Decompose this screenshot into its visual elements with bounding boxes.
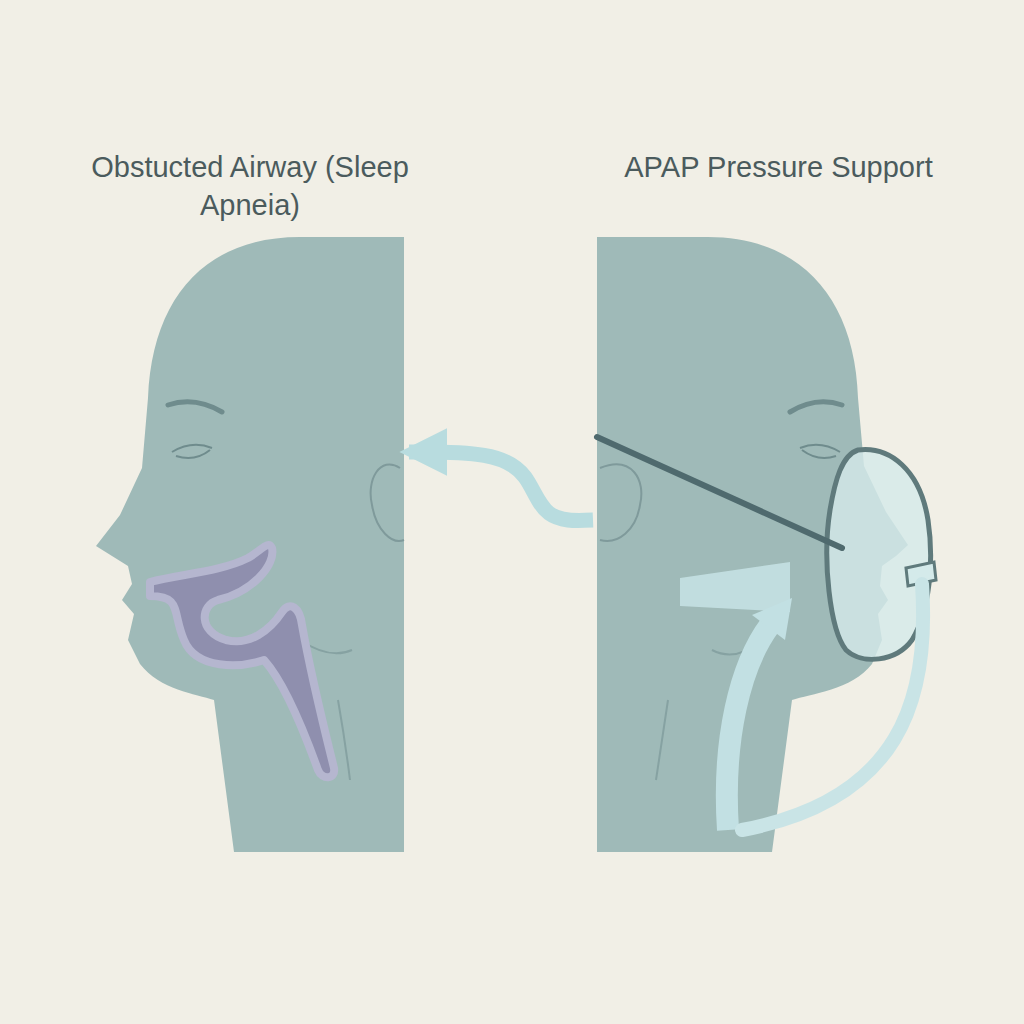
eye (800, 445, 840, 458)
air-flow-arrow (752, 598, 792, 640)
mask (827, 450, 931, 660)
head-panel: Obstucted Airway (Sleep Apneia) (91, 140, 409, 852)
mask-strap (597, 437, 842, 548)
eyebrow (790, 402, 842, 412)
panel-heading: APAP Pressure Support (593, 140, 964, 186)
head-panel: APAP Pressure Support (593, 140, 964, 852)
eye (172, 445, 212, 458)
airway (150, 545, 334, 777)
panel-heading: Obstucted Airway (Sleep Apneia) (91, 140, 409, 224)
air-flow (680, 562, 790, 612)
ear (371, 464, 404, 541)
air-flow-arrow (727, 625, 770, 830)
ear (600, 464, 641, 541)
eyebrow (168, 402, 222, 412)
curved-arrow (409, 452, 593, 521)
head-silhouette (96, 237, 404, 852)
air-tube (742, 584, 923, 830)
